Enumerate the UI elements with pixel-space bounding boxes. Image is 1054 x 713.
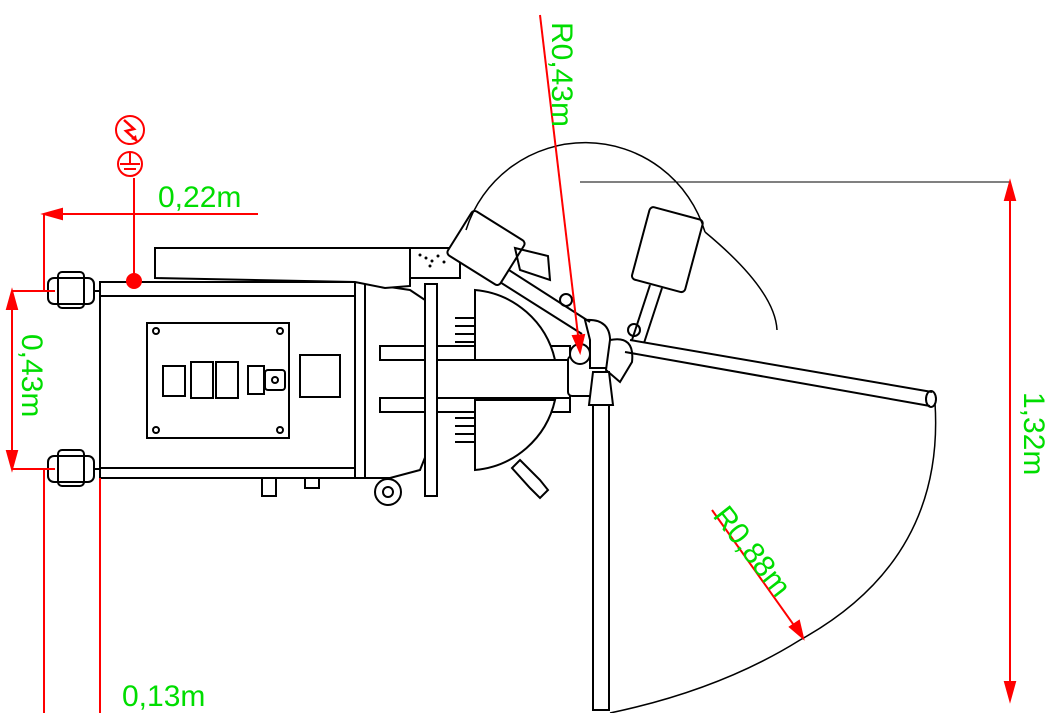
side-window xyxy=(299,354,341,398)
bracket-dots xyxy=(418,253,446,268)
label-wheel-spacing: 0,43m xyxy=(15,334,48,417)
arm-upper-right-b xyxy=(643,287,663,344)
dim-r043-line xyxy=(539,14,581,353)
vertical-pipe-collar xyxy=(587,371,615,406)
arm-upper-right-a xyxy=(631,284,651,341)
bottom-fitting-2 xyxy=(304,477,320,489)
panel-socket xyxy=(264,369,286,391)
panel-screw-tl xyxy=(152,327,160,335)
panel-screw-tr xyxy=(276,327,284,335)
machine-outline xyxy=(47,141,1010,713)
caster-bottom xyxy=(47,449,100,487)
arm-bracket xyxy=(513,246,552,282)
panel-button-1 xyxy=(162,365,186,397)
caster-top xyxy=(47,271,100,309)
label-total-depth: 1,32m xyxy=(1017,392,1050,475)
label-radius-large: R0,88m xyxy=(706,500,797,603)
small-swing-arc xyxy=(465,141,706,233)
bottom-fitting-1 xyxy=(261,477,277,497)
panel-button-2 xyxy=(190,361,214,399)
dim-132-arrow-top xyxy=(1003,178,1017,201)
bottom-roller xyxy=(374,478,402,506)
dim-022-arrow xyxy=(40,207,63,221)
cylinder-upper-right xyxy=(630,206,704,294)
arm-joint-1 xyxy=(559,293,573,307)
electric-hazard-icon xyxy=(115,115,145,145)
large-swing-arc-lower xyxy=(609,402,937,713)
panel-socket-dot xyxy=(271,376,279,384)
label-offset-top: 0,22m xyxy=(158,181,241,214)
bottom-roller-hub xyxy=(382,486,394,498)
vertical-pipe xyxy=(592,404,610,711)
blade-fins xyxy=(455,317,475,443)
pivot-elbow-2 xyxy=(604,338,634,384)
dimension-lines xyxy=(5,14,1017,713)
dim-132-arrow-bottom xyxy=(1003,681,1017,704)
ground-point-dot xyxy=(126,273,142,289)
ground-connection-icon xyxy=(117,151,143,177)
arm-joint-2 xyxy=(627,323,641,337)
dim-r088-arrow xyxy=(788,619,805,641)
panel-button-3 xyxy=(215,361,239,399)
long-pipe-end xyxy=(925,390,937,408)
arbor-plate xyxy=(424,283,438,497)
pivot-elbow xyxy=(583,318,612,369)
lower-blade-guard xyxy=(474,399,557,472)
motor-housing xyxy=(354,280,433,479)
control-panel xyxy=(146,322,290,439)
label-radius-small: R0,43m xyxy=(545,22,578,127)
panel-screw-br xyxy=(276,426,284,434)
dim-r043-arrow xyxy=(571,333,586,356)
upper-blade-guard xyxy=(474,288,557,361)
long-pipe-bottom xyxy=(624,351,931,407)
dim-043-arrow-bottom xyxy=(5,450,19,473)
dim-r088-line xyxy=(711,509,804,639)
large-swing-arc xyxy=(704,231,778,331)
long-pipe-top xyxy=(629,339,933,393)
panel-screw-bl xyxy=(152,426,160,434)
lower-lever xyxy=(510,458,550,500)
dim-043-arrow-top xyxy=(5,287,19,310)
label-offset-bottom: 0,13m xyxy=(122,680,205,713)
arbor-block xyxy=(424,359,571,399)
